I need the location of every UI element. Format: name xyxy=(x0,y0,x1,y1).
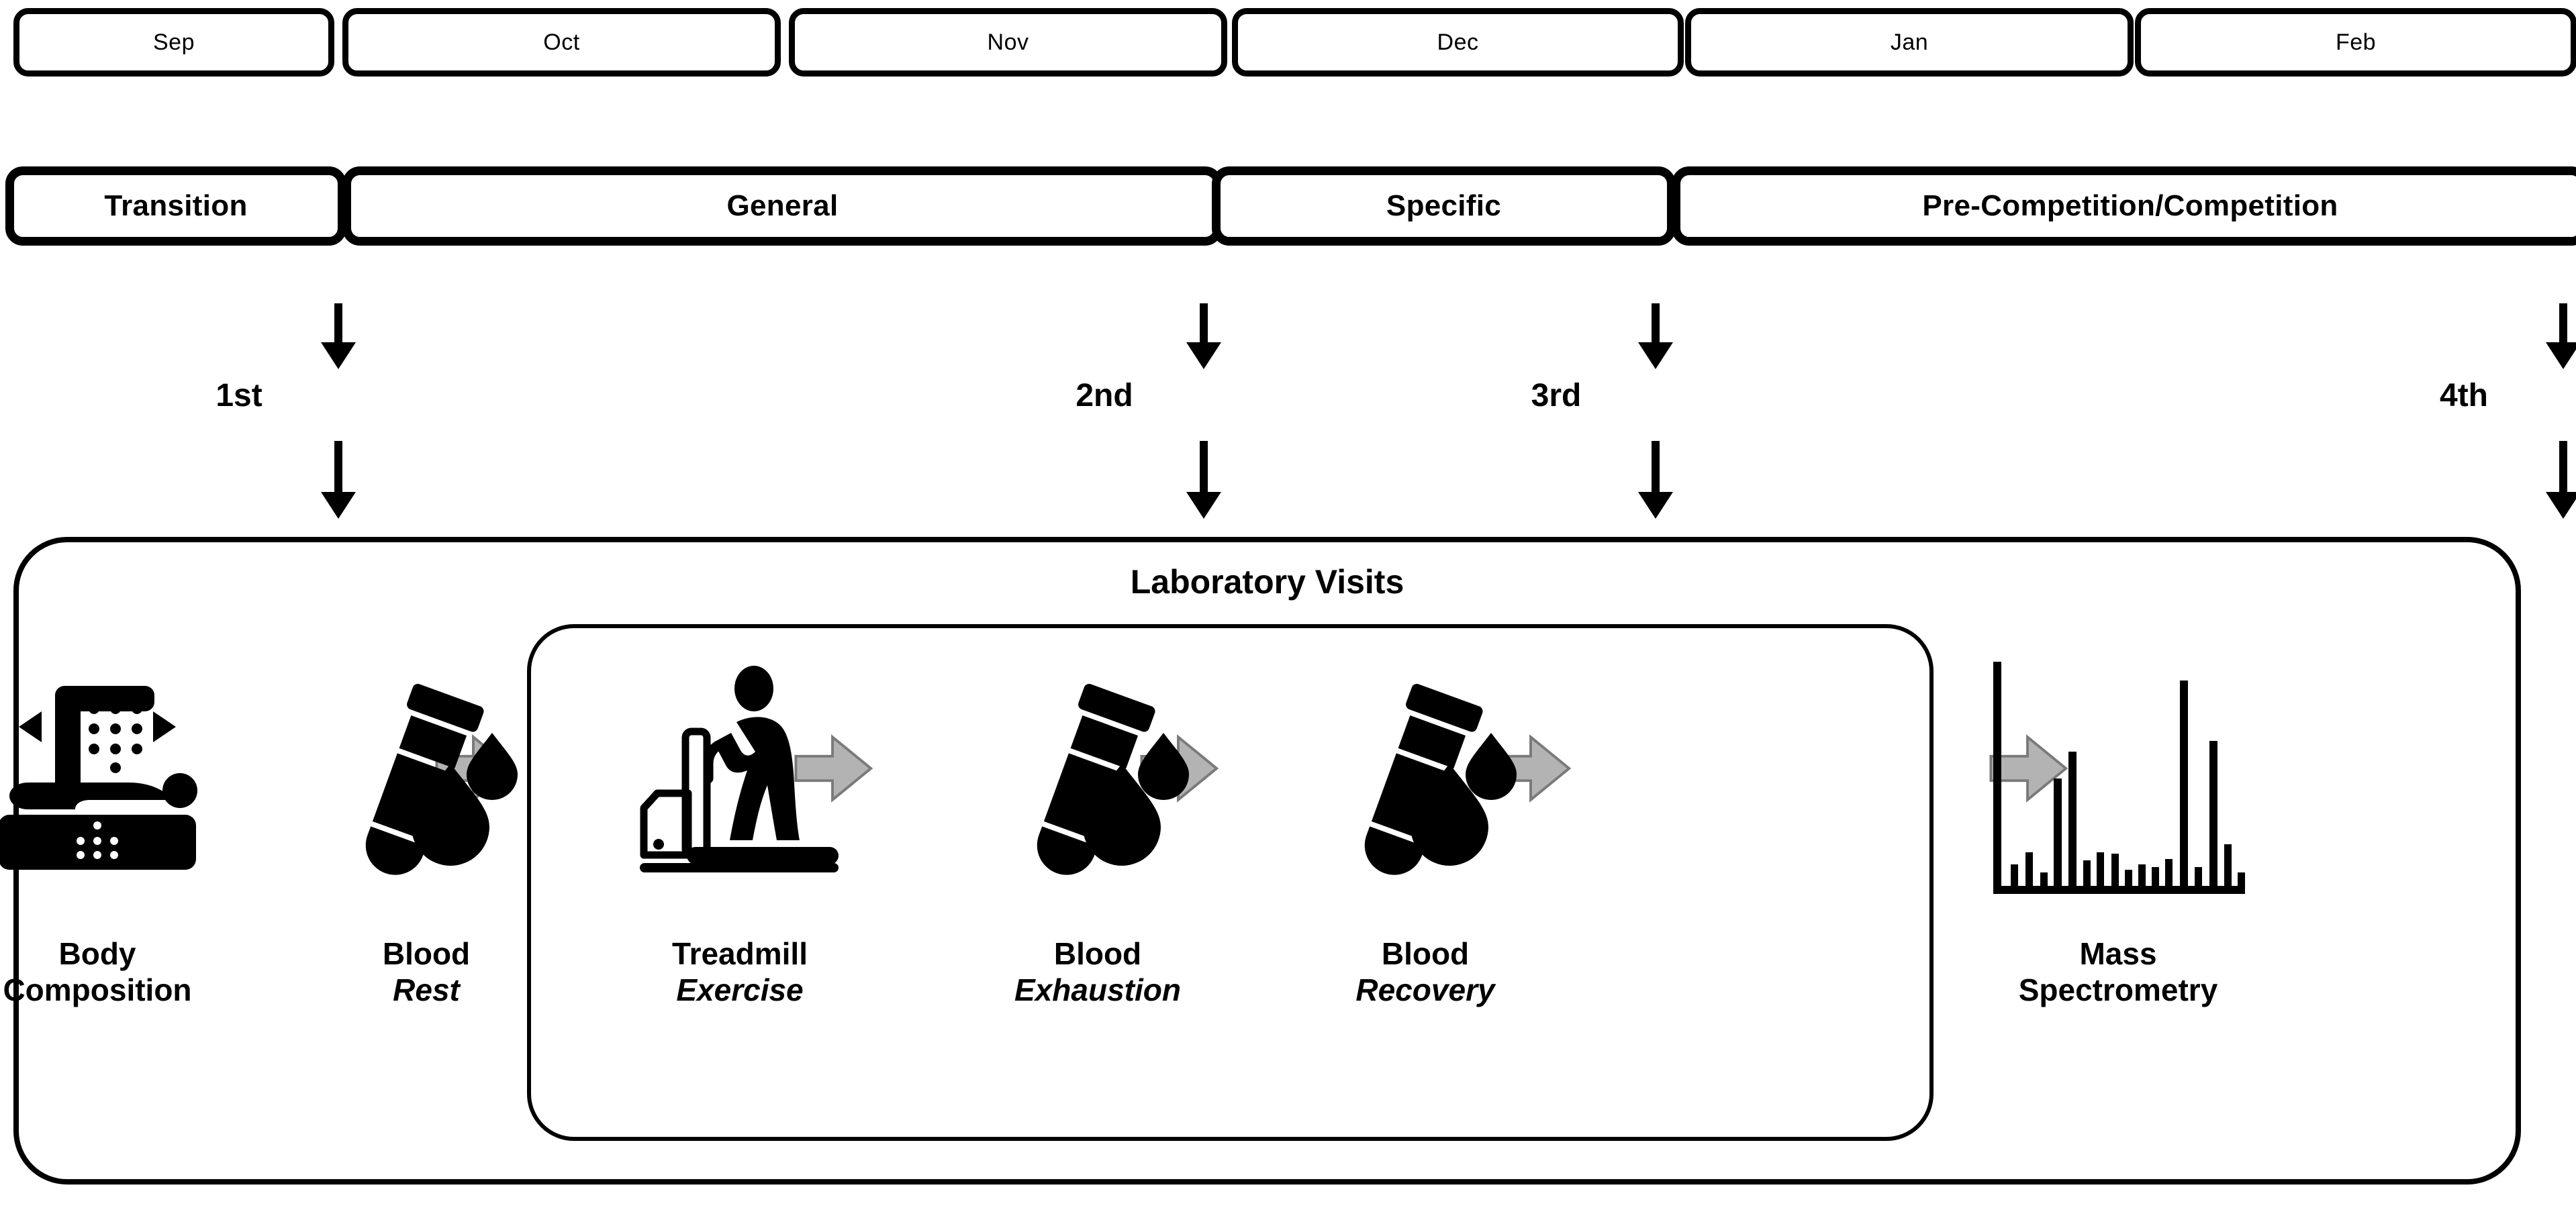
blood-tube-icon xyxy=(1268,644,1583,913)
arrow-head-down-lower-icon xyxy=(1186,492,1221,519)
step-caption-line1: Blood xyxy=(1381,936,1470,971)
arrow-head-down-upper-icon xyxy=(321,342,356,369)
arrow-stem-lower-icon xyxy=(1200,441,1208,493)
step-blood-recovery[interactable]: Blood Recovery xyxy=(1268,644,1583,1009)
step-caption: Body Composition xyxy=(0,936,255,1009)
arrow-stem-upper-icon xyxy=(334,303,342,344)
arrow-stem-lower-icon xyxy=(1652,441,1660,493)
arrow-stem-upper-icon xyxy=(1652,303,1660,344)
step-caption: Blood Rest xyxy=(269,936,584,1009)
arrow-stem-upper-icon xyxy=(2559,303,2567,344)
visit-marker-1st: 1st xyxy=(216,303,412,538)
arrow-head-down-lower-icon xyxy=(321,492,356,519)
step-caption: Treadmill Exercise xyxy=(582,936,898,1009)
step-caption-line1: Blood xyxy=(1053,936,1142,971)
arrow-stem-upper-icon xyxy=(1200,303,1208,344)
step-caption-line2: Exhaustion xyxy=(1014,972,1181,1008)
step-treadmill-exercise[interactable]: Treadmill Exercise xyxy=(582,644,898,1009)
month-box-oct[interactable]: Oct xyxy=(342,8,781,77)
step-caption-line2: Composition xyxy=(3,972,192,1008)
laboratory-visits-title: Laboratory Visits xyxy=(1130,563,1404,601)
visit-ordinal-label: 1st xyxy=(216,378,263,413)
step-caption-line2: Exercise xyxy=(676,972,804,1008)
step-mass-spectrometry[interactable]: Mass Spectrometry xyxy=(1960,644,2276,1009)
arrow-head-down-upper-icon xyxy=(1186,342,1221,369)
step-caption-line1: Treadmill xyxy=(672,936,808,971)
blood-tube-icon xyxy=(940,644,1255,913)
arrow-stem-lower-icon xyxy=(334,441,342,493)
step-caption-line2: Spectrometry xyxy=(2018,972,2218,1008)
mass-spectrum-icon xyxy=(1960,644,2276,913)
step-caption-line1: Body xyxy=(58,936,136,971)
step-blood-exhaustion[interactable]: Blood Exhaustion xyxy=(940,644,1255,1009)
arrow-stem-lower-icon xyxy=(2559,441,2567,493)
blood-tube-icon xyxy=(269,644,584,913)
step-caption: Mass Spectrometry xyxy=(1960,936,2276,1009)
step-blood-rest[interactable]: Blood Rest xyxy=(269,644,584,1009)
treadmill-icon xyxy=(582,644,898,913)
phase-box-transition[interactable]: Transition xyxy=(5,166,346,246)
visit-ordinal-label: 2nd xyxy=(1076,378,1133,413)
month-box-feb[interactable]: Feb xyxy=(2135,8,2576,77)
visit-ordinal-label: 4th xyxy=(2440,378,2488,413)
exercise-protocol-subpanel xyxy=(527,624,1934,1141)
arrow-head-down-upper-icon xyxy=(2546,342,2576,369)
month-box-sep[interactable]: Sep xyxy=(13,8,334,77)
step-caption: Blood Exhaustion xyxy=(940,936,1255,1009)
step-body-composition[interactable]: Body Composition xyxy=(0,644,255,1009)
step-caption-line2: Rest xyxy=(393,972,460,1008)
arrow-head-down-upper-icon xyxy=(1638,342,1673,369)
month-box-nov[interactable]: Nov xyxy=(789,8,1227,77)
step-caption-line1: Blood xyxy=(382,936,471,971)
visit-marker-2nd: 2nd xyxy=(1076,303,1278,538)
visit-ordinal-label: 3rd xyxy=(1531,378,1582,413)
arrow-head-down-lower-icon xyxy=(2546,492,2576,519)
arrow-head-down-lower-icon xyxy=(1638,492,1673,519)
flow-arrow-right-icon-2 xyxy=(789,725,876,812)
step-caption: Blood Recovery xyxy=(1268,936,1583,1009)
phase-box-specific[interactable]: Specific xyxy=(1212,166,1676,246)
step-caption-line1: Mass xyxy=(2079,936,2157,971)
visit-marker-3rd: 3rd xyxy=(1531,303,1729,538)
month-box-dec[interactable]: Dec xyxy=(1232,8,1684,77)
phase-box-precompetition-competition[interactable]: Pre-Competition/Competition xyxy=(1672,166,2576,246)
visit-marker-4th: 4th xyxy=(2440,303,2576,538)
step-caption-line2: Recovery xyxy=(1355,972,1495,1008)
dxa-body-composition-icon xyxy=(0,644,255,913)
phase-box-general[interactable]: General xyxy=(342,166,1223,246)
month-box-jan[interactable]: Jan xyxy=(1685,8,2134,77)
